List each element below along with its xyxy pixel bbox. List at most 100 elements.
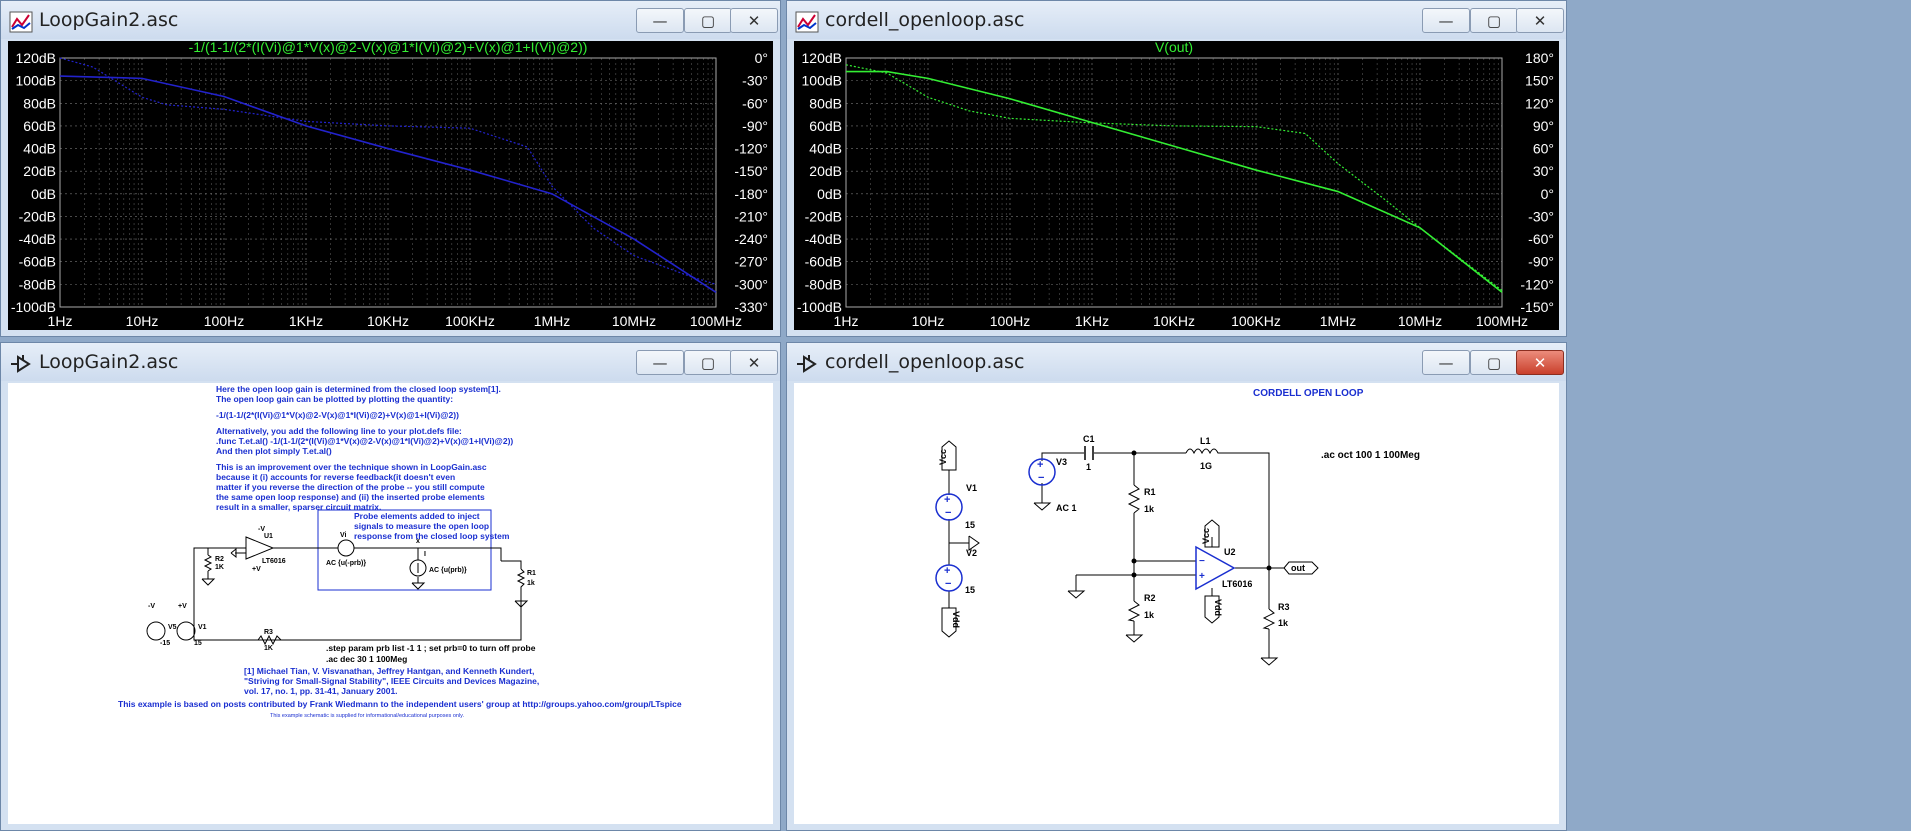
resistor-r1[interactable] — [516, 568, 526, 601]
maximize-button[interactable]: ▢ — [1470, 350, 1518, 375]
vi-label: Vi — [340, 532, 347, 539]
y-tick-label: 0dB — [31, 186, 56, 202]
phase-trace[interactable] — [845, 64, 1503, 291]
u2-label: U2 — [1224, 547, 1236, 557]
y-tick-label: 60dB — [23, 118, 56, 134]
x-tick-label: 1KHz — [289, 313, 323, 329]
voltage-source-v1[interactable] — [176, 621, 196, 641]
y2-tick-label: -150° — [1520, 299, 1554, 315]
title-bar[interactable]: LoopGain2.asc — ▢ ✕ — [1, 343, 780, 381]
maximize-button[interactable]: ▢ — [684, 350, 732, 375]
footer-note: This example is based on posts contribut… — [118, 699, 682, 709]
plot-pane[interactable]: -1/(1-1/(2*(I(Vi)@1*V(x)@2-V(x)@1*I(Vi)@… — [8, 41, 773, 330]
voltage-source-v5[interactable] — [146, 621, 166, 641]
step-directive[interactable]: .step param prb list -1 1 ; set prb=0 to… — [326, 643, 536, 653]
vi-value: AC {u(-prb)} — [326, 560, 366, 567]
svg-text:−: − — [1038, 472, 1044, 484]
loopgain-circuit[interactable]: Here the open loop gain is determined fr… — [8, 383, 775, 826]
opamp-u2[interactable] — [1195, 545, 1236, 591]
schematic-canvas[interactable]: CORDELL OPEN LOOP .ac oct 100 1 100Meg — [794, 383, 1559, 824]
svg-text:+: + — [944, 565, 950, 577]
magnitude-trace[interactable] — [59, 75, 717, 293]
ac-directive[interactable]: .ac oct 100 1 100Meg — [1321, 450, 1420, 461]
minimize-button[interactable]: — — [1422, 8, 1470, 33]
minimize-button[interactable]: — — [636, 8, 684, 33]
y-tick-label: 120dB — [16, 50, 56, 66]
y-tick-label: -100dB — [11, 299, 56, 315]
opamp-u1[interactable] — [245, 536, 275, 560]
resistor-r2[interactable] — [203, 554, 213, 572]
r3-value: 1k — [1278, 618, 1289, 628]
y2-tick-label: -180° — [734, 186, 768, 202]
note-line: Here the open loop gain is determined fr… — [216, 384, 501, 394]
magnitude-trace[interactable] — [846, 70, 1503, 293]
inductor-l1[interactable] — [1185, 448, 1221, 455]
x-tick-label: 100Hz — [204, 313, 244, 329]
close-button[interactable]: ✕ — [730, 350, 778, 375]
x-tick-label: 100KHz — [445, 313, 495, 329]
resistor-r2[interactable] — [1127, 600, 1141, 622]
voltage-source-v1[interactable] — [935, 493, 963, 521]
resistor-r1[interactable] — [1127, 484, 1141, 514]
note-line: matter if you reverse the direction of t… — [216, 482, 485, 492]
plot-frame — [845, 57, 1503, 308]
y-tick-label: 40dB — [23, 141, 56, 157]
u1-label: U1 — [264, 533, 273, 540]
l1-value: 1G — [1200, 461, 1212, 471]
schematic-icon — [797, 355, 817, 373]
close-button[interactable]: ✕ — [1516, 8, 1564, 33]
schematic-window-cordell[interactable]: cordell_openloop.asc — ▢ ✕ CORDELL OPEN … — [786, 342, 1567, 831]
x-tick-label: 1Hz — [48, 313, 73, 329]
resistor-r3[interactable] — [257, 634, 282, 646]
waveform-icon — [795, 11, 819, 33]
resistor-r3[interactable] — [1262, 608, 1276, 630]
svg-text:+: + — [1199, 571, 1205, 582]
close-button[interactable]: ✕ — [730, 8, 778, 33]
note-line: And then plot simply T.et.al() — [216, 446, 332, 456]
window-title: cordell_openloop.asc — [825, 351, 1025, 373]
title-bar[interactable]: LoopGain2.asc — ▢ ✕ — [1, 1, 780, 39]
note-line: because it (i) accounts for reverse feed… — [216, 472, 455, 482]
voltage-source-vi[interactable] — [337, 539, 355, 557]
maximize-button[interactable]: ▢ — [1470, 8, 1518, 33]
title-bar[interactable]: cordell_openloop.asc — ▢ ✕ — [787, 1, 1566, 39]
phase-trace[interactable] — [59, 57, 717, 285]
ac-directive[interactable]: .ac dec 30 1 100Meg — [326, 654, 407, 664]
reference-line: "Striving for Small-Signal Stability", I… — [244, 676, 539, 686]
current-source-i[interactable] — [409, 559, 427, 577]
bode-plot-loopgain[interactable]: -1/(1-1/(2*(I(Vi)@1*V(x)@2-V(x)@1*I(Vi)@… — [8, 41, 775, 332]
y-tick-label: 80dB — [809, 95, 842, 111]
window-title: cordell_openloop.asc — [825, 9, 1025, 31]
schematic-canvas[interactable]: Here the open loop gain is determined fr… — [8, 383, 773, 824]
minimize-button[interactable]: — — [636, 350, 684, 375]
waveform-icon — [9, 11, 33, 33]
minimize-button[interactable]: — — [1422, 350, 1470, 375]
y2-tick-label: -270° — [734, 254, 768, 270]
v5-value: -15 — [160, 640, 170, 647]
x-tick-label: 100MHz — [1476, 313, 1528, 329]
note-line: Alternatively, you add the following lin… — [216, 426, 462, 436]
voltage-source-v3[interactable] — [1028, 458, 1056, 486]
schematic-window-loopgain[interactable]: LoopGain2.asc — ▢ ✕ Here the open loop g… — [0, 342, 781, 831]
y-tick-label: 80dB — [23, 95, 56, 111]
voltage-source-v2[interactable] — [935, 564, 963, 592]
y2-tick-label: -120° — [734, 141, 768, 157]
r1-value: 1k — [1144, 504, 1155, 514]
close-button[interactable]: ✕ — [1516, 350, 1564, 375]
y2-tick-label: -30° — [742, 73, 768, 89]
v1-value: 15 — [194, 640, 202, 647]
out-label: out — [1291, 563, 1305, 573]
reference-line: vol. 17, no. 1, pp. 31-41, January 2001. — [244, 686, 398, 696]
x-tick-label: 10Hz — [126, 313, 159, 329]
plot-window-loopgain[interactable]: LoopGain2.asc — ▢ ✕ -1/(1-1/(2*(I(Vi)@1*… — [0, 0, 781, 337]
title-bar[interactable]: cordell_openloop.asc — ▢ ✕ — [787, 343, 1566, 381]
maximize-button[interactable]: ▢ — [684, 8, 732, 33]
neg-supply-label: -V — [258, 526, 265, 533]
cordell-circuit[interactable]: CORDELL OPEN LOOP .ac oct 100 1 100Meg — [794, 383, 1561, 826]
y2-tick-label: -120° — [1520, 276, 1554, 292]
y2-tick-label: -90° — [1528, 254, 1554, 270]
ground-symbols — [968, 502, 1279, 666]
